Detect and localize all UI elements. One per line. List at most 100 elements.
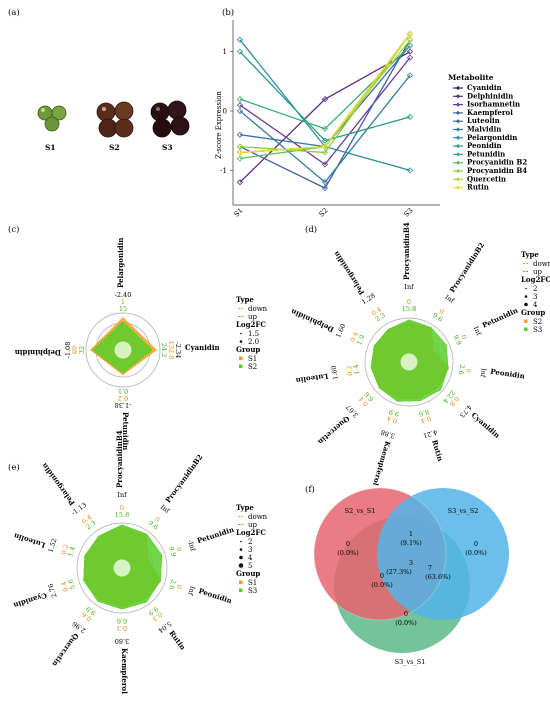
legend-group-swatch <box>524 319 528 323</box>
venn-ab-pct: (9.1%) <box>400 539 422 547</box>
legend-fc-item: 4 <box>248 554 253 562</box>
fruit-s3 <box>150 100 190 138</box>
legend-fc-dot <box>524 302 528 307</box>
radar-value-group1: 0.4 <box>420 414 432 425</box>
radar-log2fc-label: -2.34 <box>174 342 182 359</box>
legend-marker <box>455 135 461 140</box>
legend-fc-dot <box>240 332 242 335</box>
legend-label: Luteolin <box>467 116 500 125</box>
radar-value-group2: 8.6 <box>418 408 430 419</box>
radar-category-label: Delphinidin <box>15 348 61 357</box>
radar-category-label: ProcyanidinB2 <box>447 241 486 294</box>
radar-category-label: Rutin <box>167 629 187 652</box>
radar-value-group1: 0.2 <box>60 543 71 555</box>
series-line <box>239 33 411 154</box>
legend-label: Petunidin <box>467 149 505 158</box>
series-point <box>236 96 244 103</box>
panel-b-legend-title: Metabolite <box>448 73 494 82</box>
legend-label: Isorhamnetin <box>467 100 520 109</box>
radar-value-group1: 0 <box>407 298 411 306</box>
ytick-label: 1 <box>223 48 227 56</box>
radar-value-group1: 0.2 <box>118 394 128 402</box>
radar-log2fc-label: 2.76 <box>47 582 59 598</box>
radar-value-group2: 1.9 <box>355 334 367 347</box>
legend-marker <box>455 143 461 149</box>
series-point <box>406 113 414 121</box>
fruit-s1 <box>37 105 67 132</box>
legend-label: Delphinidin <box>467 91 513 100</box>
radar-value-group1: 0.4 <box>386 414 398 425</box>
series-point <box>321 185 329 192</box>
xtick-label: S2 <box>317 206 329 218</box>
xtick-label: S1 <box>232 206 244 218</box>
legend-marker <box>455 168 461 174</box>
legend-marker <box>455 127 461 132</box>
venn-bc-count: 7 <box>428 564 432 572</box>
legend-group-swatch <box>239 580 243 584</box>
radar-value-group1: 0 <box>464 368 473 373</box>
panel-b-label: (b) <box>222 7 234 18</box>
radar-category-label: ProcyanidinB2 <box>163 452 204 504</box>
legend-type-item: up <box>533 268 543 276</box>
series-point <box>406 54 414 61</box>
legend-fc-dot <box>239 548 243 551</box>
legend-group-item: S2 <box>248 363 257 371</box>
series-line <box>239 33 411 154</box>
legend-fc-item: 2.0 <box>248 338 259 346</box>
radar-category-label: Pelargonidin <box>116 238 125 288</box>
radar-value-group1: 69 <box>71 346 79 354</box>
series-point <box>236 107 244 115</box>
series-point <box>406 48 414 55</box>
series-point <box>406 36 414 43</box>
venn-bc-pct: (63.6%) <box>425 573 451 581</box>
radar-value-group2: 1.4 <box>66 545 77 557</box>
legend-group-swatch <box>239 588 243 592</box>
series-point <box>406 30 414 37</box>
legend-fc-title: Log2FC <box>236 320 266 329</box>
legend-fc-item: 1.5 <box>248 330 259 338</box>
legend-marker <box>455 160 461 165</box>
radar-log2fc-label: Inf <box>117 491 127 499</box>
radar-value-group2: 9.9 <box>388 408 400 419</box>
radar-category-label: ProcyanidinB4 <box>115 430 124 488</box>
radar-category-label: Petunidin <box>121 412 130 450</box>
venn-a-only-count: 0 <box>346 540 350 548</box>
legend-label: Pelargonidin <box>467 133 517 142</box>
radar-ring <box>364 317 454 407</box>
legend-group-item: S1 <box>248 355 257 363</box>
radar-log2fc-label: -1.08 <box>64 342 72 359</box>
xtick-label: S3 <box>402 206 414 218</box>
legend-group-item: S3 <box>248 587 257 595</box>
radar-value-group2: 2.6 <box>457 364 466 375</box>
legend-marker <box>455 94 461 99</box>
legend-fc-title: Log2FC <box>521 275 550 284</box>
legend-fc-item: 4 <box>533 301 538 309</box>
panel-b-legend: CyanidinDelphinidinIsorhamnetinKaempfero… <box>453 83 527 192</box>
ytick-label: 0 <box>223 108 227 116</box>
radar-log2fc-label: 4.21 <box>422 428 438 440</box>
panel-a-label: (a) <box>8 7 20 18</box>
legend-marker <box>455 185 461 190</box>
legend-fc-dot <box>524 295 528 298</box>
radar-log2fc-label: -Inf <box>186 539 197 553</box>
legend-group-swatch <box>239 356 243 360</box>
legend-type-item: down <box>248 513 268 521</box>
venn-ab-count: 1 <box>409 530 413 538</box>
radar-value-group2: 32 <box>78 346 86 354</box>
legend-fc-item: 3 <box>533 293 537 301</box>
series-point <box>406 72 414 79</box>
radar-category-label: Peonidin <box>490 367 526 381</box>
legend-group-title: Group <box>236 345 260 354</box>
series-line <box>239 45 411 130</box>
legend-marker <box>455 152 461 157</box>
radar-value-group2: 24.2 <box>160 343 168 357</box>
legend-label: Malvidin <box>467 125 501 134</box>
series-point <box>321 149 329 156</box>
venn-ac-count: 0 <box>380 572 384 580</box>
panel-c-label: (c) <box>8 224 19 235</box>
radar-log2fc-label: Inf <box>444 293 457 305</box>
radar-chart-d: 015.8ProcyanidinB4Inf09.6ProcyanidinB2In… <box>289 222 525 487</box>
